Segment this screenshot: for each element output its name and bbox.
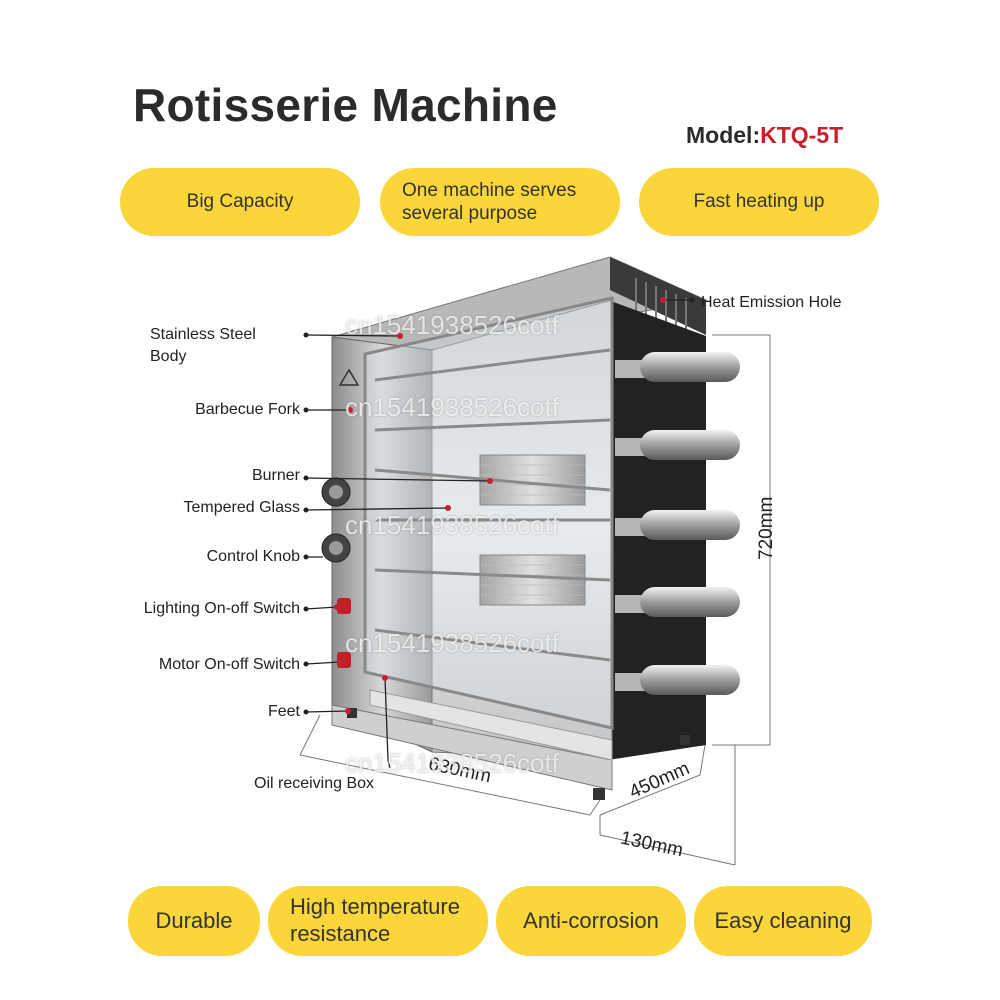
dimension-height: 720mm: [756, 496, 777, 560]
heat-vent-panel: [610, 257, 706, 335]
foot-left: [347, 708, 357, 718]
feature-text: High temperature resistance: [290, 894, 460, 946]
dimension-lines: [299, 334, 771, 866]
watermark: cn1541938526cotf: [345, 628, 559, 658]
feature-pill-fast-heating: Fast heating up: [639, 168, 879, 236]
feature-pill-multi-purpose: One machine serves several purpose: [380, 168, 620, 236]
page-title: Rotisserie Machine: [133, 79, 558, 131]
label-barbecue-fork: Barbecue Fork: [195, 401, 300, 418]
label-motor-switch: Motor On-off Switch: [158, 656, 300, 673]
feature-text: One machine serves several purpose: [402, 179, 577, 224]
feature-text: Durable: [155, 907, 233, 933]
feature-pill-high-temp: High temperature resistance: [268, 886, 488, 956]
barbecue-forks: [374, 348, 611, 662]
callout-lines: [305, 299, 692, 769]
feature-text: Fast heating up: [693, 191, 825, 213]
foot-back: [680, 735, 690, 745]
watermark: cn1541938526cotf: [345, 510, 559, 540]
label-heat-emission-hole: Heat Emission Hole: [701, 294, 842, 311]
model-value: KTQ-5T: [760, 122, 844, 148]
oil-receiving-box: [369, 689, 613, 761]
label-burner: Burner: [251, 467, 300, 484]
model-key: Model:: [686, 122, 761, 148]
feature-pill-anti-corrosion: Anti-corrosion: [496, 886, 686, 956]
watermark: cn1541938526cotf: [345, 310, 559, 340]
watermark: cn1541938526cotf: [345, 748, 559, 778]
label-feet: Feet: [267, 703, 300, 720]
foot-right: [593, 788, 605, 800]
burner-meshes: [479, 454, 586, 606]
watermark: cn1541938526cotf: [345, 392, 559, 422]
tempered-glass-door: [363, 296, 614, 730]
label-tempered-glass: Tempered Glass: [183, 499, 301, 516]
feature-text: Easy cleaning: [714, 907, 852, 933]
label-stainless-steel-body: Stainless Steel Body: [150, 326, 256, 365]
feature-pill-big-capacity: Big Capacity: [120, 168, 360, 236]
label-lighting-switch: Lighting On-off Switch: [143, 600, 300, 617]
callout-targets: [334, 297, 666, 714]
feature-text: Big Capacity: [186, 191, 294, 213]
warning-sticker: [338, 368, 360, 386]
spit-handles: [615, 352, 740, 695]
label-oil-box: Oil receiving Box: [254, 775, 375, 792]
feature-pill-easy-cleaning: Easy cleaning: [694, 886, 872, 956]
machine-base: [331, 704, 613, 791]
label-control-knob: Control Knob: [206, 548, 300, 565]
heat-emission-slots: [635, 278, 687, 332]
model-label: Model:KTQ-5T: [686, 122, 843, 149]
control-knobs: [321, 477, 351, 563]
feature-pill-durable: Durable: [128, 886, 260, 956]
feature-text: Anti-corrosion: [523, 907, 659, 933]
